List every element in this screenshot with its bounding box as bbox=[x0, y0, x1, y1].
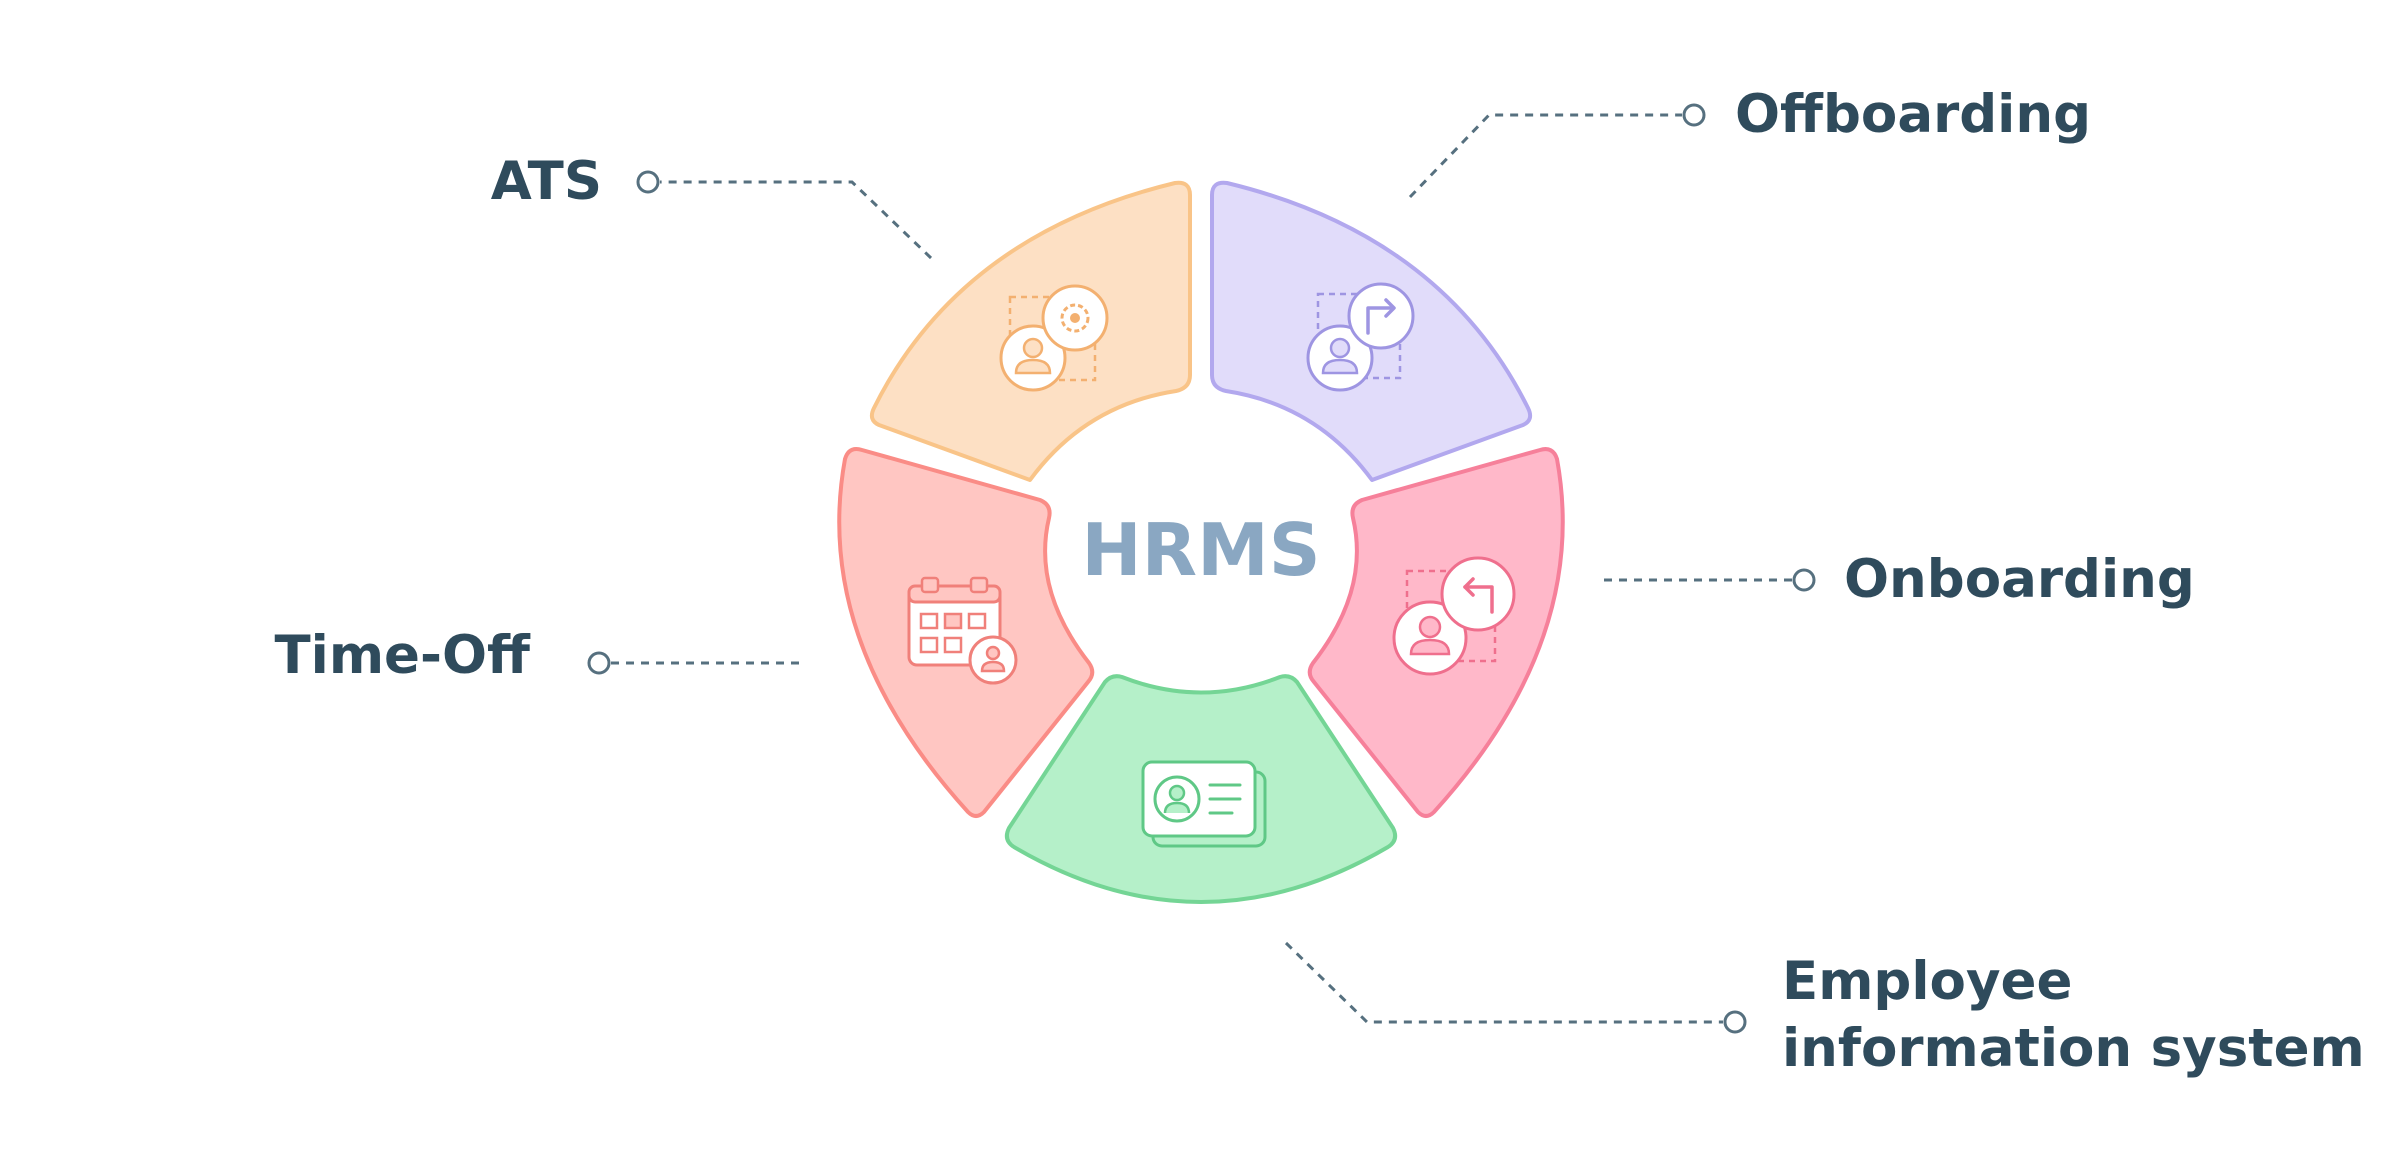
label-onboarding: Onboarding bbox=[1844, 549, 2195, 610]
leader-line-employee-info bbox=[1284, 941, 1723, 1024]
segment-onboarding bbox=[1307, 447, 1565, 818]
segment-employee-info bbox=[1004, 674, 1398, 904]
leader-line-offboarding bbox=[1408, 113, 1682, 199]
segment-offboarding bbox=[1210, 180, 1533, 482]
id-card-icon bbox=[1141, 760, 1267, 848]
callout-onboarding: Onboarding bbox=[1604, 549, 2195, 610]
user-enter-arrow-icon bbox=[1392, 556, 1516, 676]
leader-dot-employee-info bbox=[1723, 1010, 1747, 1034]
segment-ats bbox=[869, 180, 1192, 482]
callout-time-off: Time-Off bbox=[275, 625, 801, 686]
label-employee-info-line1: Employee bbox=[1782, 951, 2072, 1012]
user-exit-arrow-icon bbox=[1306, 282, 1415, 392]
leader-dot-onboarding bbox=[1792, 568, 1816, 592]
segment-time-off bbox=[837, 447, 1095, 818]
leader-dot-time-off bbox=[587, 651, 611, 675]
leader-dot-ats bbox=[636, 170, 660, 194]
callout-ats: ATS bbox=[491, 151, 933, 260]
label-offboarding: Offboarding bbox=[1735, 84, 2091, 145]
callout-offboarding: Offboarding bbox=[1408, 84, 2091, 199]
candidate-gear-icon bbox=[999, 284, 1109, 392]
callout-employee-info: Employee information system bbox=[1284, 941, 2365, 1079]
label-ats: ATS bbox=[491, 151, 602, 212]
leader-line-ats bbox=[660, 180, 933, 260]
center-title: HRMS bbox=[1081, 508, 1320, 592]
label-time-off: Time-Off bbox=[275, 625, 532, 686]
calendar-user-icon bbox=[907, 576, 1018, 685]
label-employee-info-line2: information system bbox=[1782, 1018, 2365, 1079]
leader-dot-offboarding bbox=[1682, 103, 1706, 127]
